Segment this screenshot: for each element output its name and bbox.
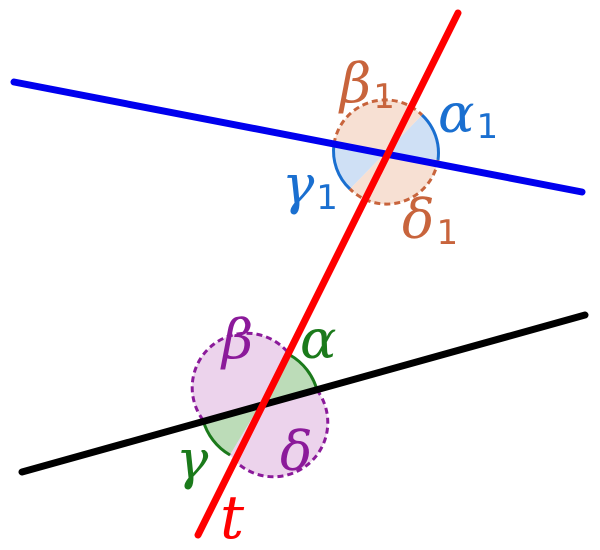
angle-alpha-arc xyxy=(289,353,319,391)
label-delta: δ xyxy=(280,420,313,483)
lower-parallel-line xyxy=(18,311,589,476)
angle-beta-sector xyxy=(192,333,290,420)
angle-delta-sector xyxy=(230,390,328,477)
label-beta: β xyxy=(220,308,253,371)
angle-alpha1-sector xyxy=(386,115,439,160)
label-transversal: t xyxy=(220,483,245,550)
angle-beta-arc xyxy=(190,331,292,421)
label-delta1: δ1 xyxy=(402,188,458,253)
label-beta1: β1 xyxy=(338,52,395,117)
label-gamma1: γ1 xyxy=(282,153,338,218)
label-alpha: α xyxy=(300,308,336,371)
angle-beta1-sector xyxy=(334,99,422,152)
angle-beta1-arc xyxy=(332,98,424,145)
upper-parallel-line xyxy=(10,78,586,196)
label-alpha1: α1 xyxy=(438,82,498,147)
transversal-line xyxy=(194,9,462,539)
angle-gamma1-arc xyxy=(332,143,352,191)
angle-alpha1-arc xyxy=(420,113,440,161)
angle-gamma1-sector xyxy=(333,144,386,189)
angle-delta-arc xyxy=(228,389,330,479)
angle-delta1-arc xyxy=(348,159,440,206)
label-gamma: γ xyxy=(176,428,209,491)
